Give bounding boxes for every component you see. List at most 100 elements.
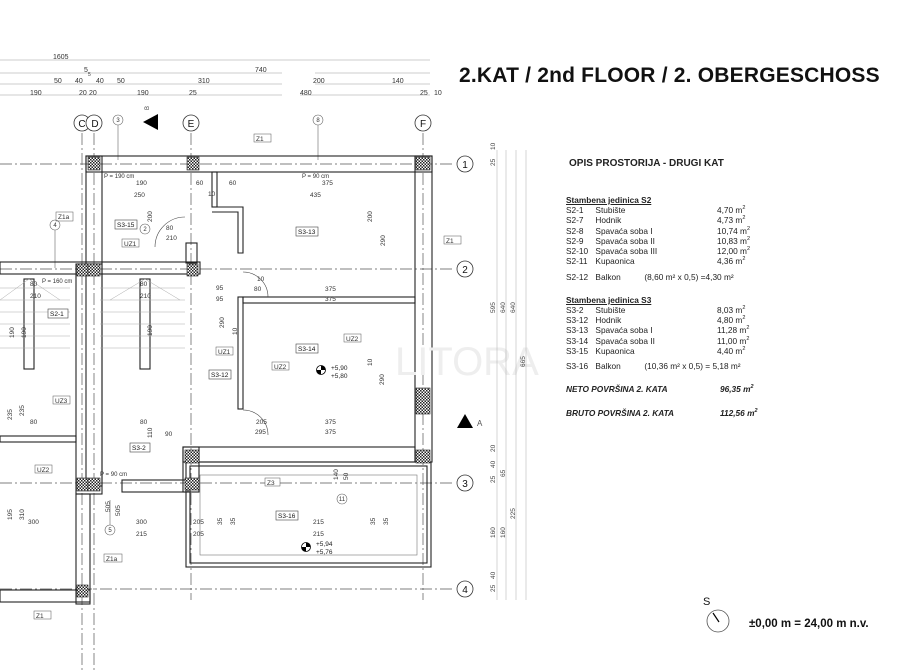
svg-text:10: 10 <box>490 142 497 150</box>
svg-text:90: 90 <box>165 431 173 438</box>
door-swings <box>154 216 269 436</box>
svg-text:Z1a: Z1a <box>58 214 70 221</box>
svg-text:UZ2: UZ2 <box>37 467 50 474</box>
svg-text:S3-16: S3-16 <box>278 513 296 520</box>
svg-text:190: 190 <box>21 327 28 338</box>
svg-text:20: 20 <box>79 90 87 97</box>
north-arrow-icon <box>706 609 730 633</box>
room-tags: S3-15 S3-13 S2-1 S3-12 S3-14 S3-2 S3-16 <box>47 219 319 521</box>
svg-text:S3-14: S3-14 <box>298 346 316 353</box>
svg-text:+5,76: +5,76 <box>316 549 333 556</box>
svg-text:375: 375 <box>322 180 333 187</box>
svg-text:P = 160 cm: P = 160 cm <box>42 279 72 285</box>
axis-labels: C D E F 1 2 3 4 <box>78 119 468 596</box>
svg-text:S3-12: S3-12 <box>211 372 229 379</box>
svg-text:UZ2: UZ2 <box>274 364 287 371</box>
svg-text:195: 195 <box>7 509 14 520</box>
top-dimensions: 1605 5 5 740 50 40 40 50 310 200 140 190… <box>30 54 442 97</box>
axis-bubbles <box>73 114 474 598</box>
svg-text:25: 25 <box>189 90 197 97</box>
svg-text:+5,80: +5,80 <box>331 373 348 380</box>
axis-label-e: E <box>188 119 195 130</box>
interior-dimensions: 190 250 60 60 10 80 210 375 435 95 95 10… <box>28 180 336 538</box>
svg-text:P = 190 cm: P = 190 cm <box>104 174 134 180</box>
svg-text:375: 375 <box>325 429 336 436</box>
svg-text:20: 20 <box>89 90 97 97</box>
svg-text:640: 640 <box>510 302 517 313</box>
svg-text:50: 50 <box>343 472 350 480</box>
svg-text:300: 300 <box>28 519 39 526</box>
svg-text:Z1a: Z1a <box>106 556 118 563</box>
svg-text:375: 375 <box>325 296 336 303</box>
page-title: 2.KAT / 2nd FLOOR / 2. OBERGESCHOSS <box>459 64 880 87</box>
svg-text:215: 215 <box>313 531 324 538</box>
svg-text:Z3: Z3 <box>267 480 275 487</box>
grid-lines <box>0 133 452 671</box>
svg-text:S3-15: S3-15 <box>117 222 135 229</box>
svg-text:190: 190 <box>30 90 42 97</box>
svg-text:210: 210 <box>30 293 41 300</box>
svg-text:25: 25 <box>490 158 497 166</box>
detail-markers <box>49 114 348 536</box>
spot-level-1: +5,90 +5,80 <box>316 365 348 380</box>
svg-text:595: 595 <box>490 302 497 313</box>
svg-text:S2-1: S2-1 <box>50 311 64 318</box>
svg-text:80: 80 <box>166 225 174 232</box>
svg-text:250: 250 <box>134 192 145 199</box>
svg-text:35: 35 <box>383 517 390 525</box>
svg-text:300: 300 <box>136 519 147 526</box>
svg-text:P = 90 cm: P = 90 cm <box>302 174 329 180</box>
axis-label-c: C <box>78 119 85 130</box>
parapet-labels: P = 190 cm P = 90 cm P = 160 cm P = 90 c… <box>42 174 329 478</box>
axis-label-1: 1 <box>462 160 468 171</box>
svg-text:215: 215 <box>136 531 147 538</box>
svg-text:235: 235 <box>19 405 26 416</box>
svg-text:190: 190 <box>136 180 147 187</box>
svg-text:210: 210 <box>140 293 151 300</box>
svg-text:480: 480 <box>300 90 312 97</box>
walls <box>0 155 433 605</box>
svg-text:205: 205 <box>193 519 204 526</box>
svg-text:80: 80 <box>254 286 262 293</box>
svg-text:160: 160 <box>500 527 507 538</box>
stair-treads <box>0 278 185 349</box>
svg-text:140: 140 <box>392 78 404 85</box>
svg-text:P = 90 cm: P = 90 cm <box>100 472 127 478</box>
svg-text:290: 290 <box>380 235 387 246</box>
svg-text:215: 215 <box>313 519 324 526</box>
svg-text:295: 295 <box>255 429 266 436</box>
svg-text:190: 190 <box>147 325 154 336</box>
svg-text:80: 80 <box>30 419 38 426</box>
svg-text:5: 5 <box>88 72 91 78</box>
svg-text:8: 8 <box>316 118 320 124</box>
svg-text:25: 25 <box>420 90 428 97</box>
svg-text:UZ1: UZ1 <box>218 349 231 356</box>
svg-text:740: 740 <box>255 67 267 74</box>
axis-label-d: D <box>91 119 98 130</box>
svg-text:5: 5 <box>108 528 112 534</box>
svg-text:UZ3: UZ3 <box>55 398 68 405</box>
svg-text:225: 225 <box>510 508 517 519</box>
svg-text:10: 10 <box>257 276 265 283</box>
wall-tags: Z1 Z1 Z1 Z1a Z1a UZ1 UZ1 UZ2 UZ2 UZ2 UZ3… <box>33 133 462 620</box>
svg-text:10: 10 <box>232 327 239 335</box>
unit-heading-s3: Stambena jedinica S3 <box>566 294 652 305</box>
svg-text:Z1: Z1 <box>256 136 264 143</box>
svg-text:160: 160 <box>490 527 497 538</box>
svg-text:10: 10 <box>208 191 216 198</box>
svg-text:40: 40 <box>490 460 497 468</box>
svg-text:95: 95 <box>216 285 224 292</box>
svg-text:505: 505 <box>105 501 112 512</box>
svg-text:40: 40 <box>490 571 497 579</box>
svg-text:35: 35 <box>230 517 237 525</box>
svg-text:50: 50 <box>117 78 125 85</box>
section-marker-a-icon <box>457 414 473 428</box>
